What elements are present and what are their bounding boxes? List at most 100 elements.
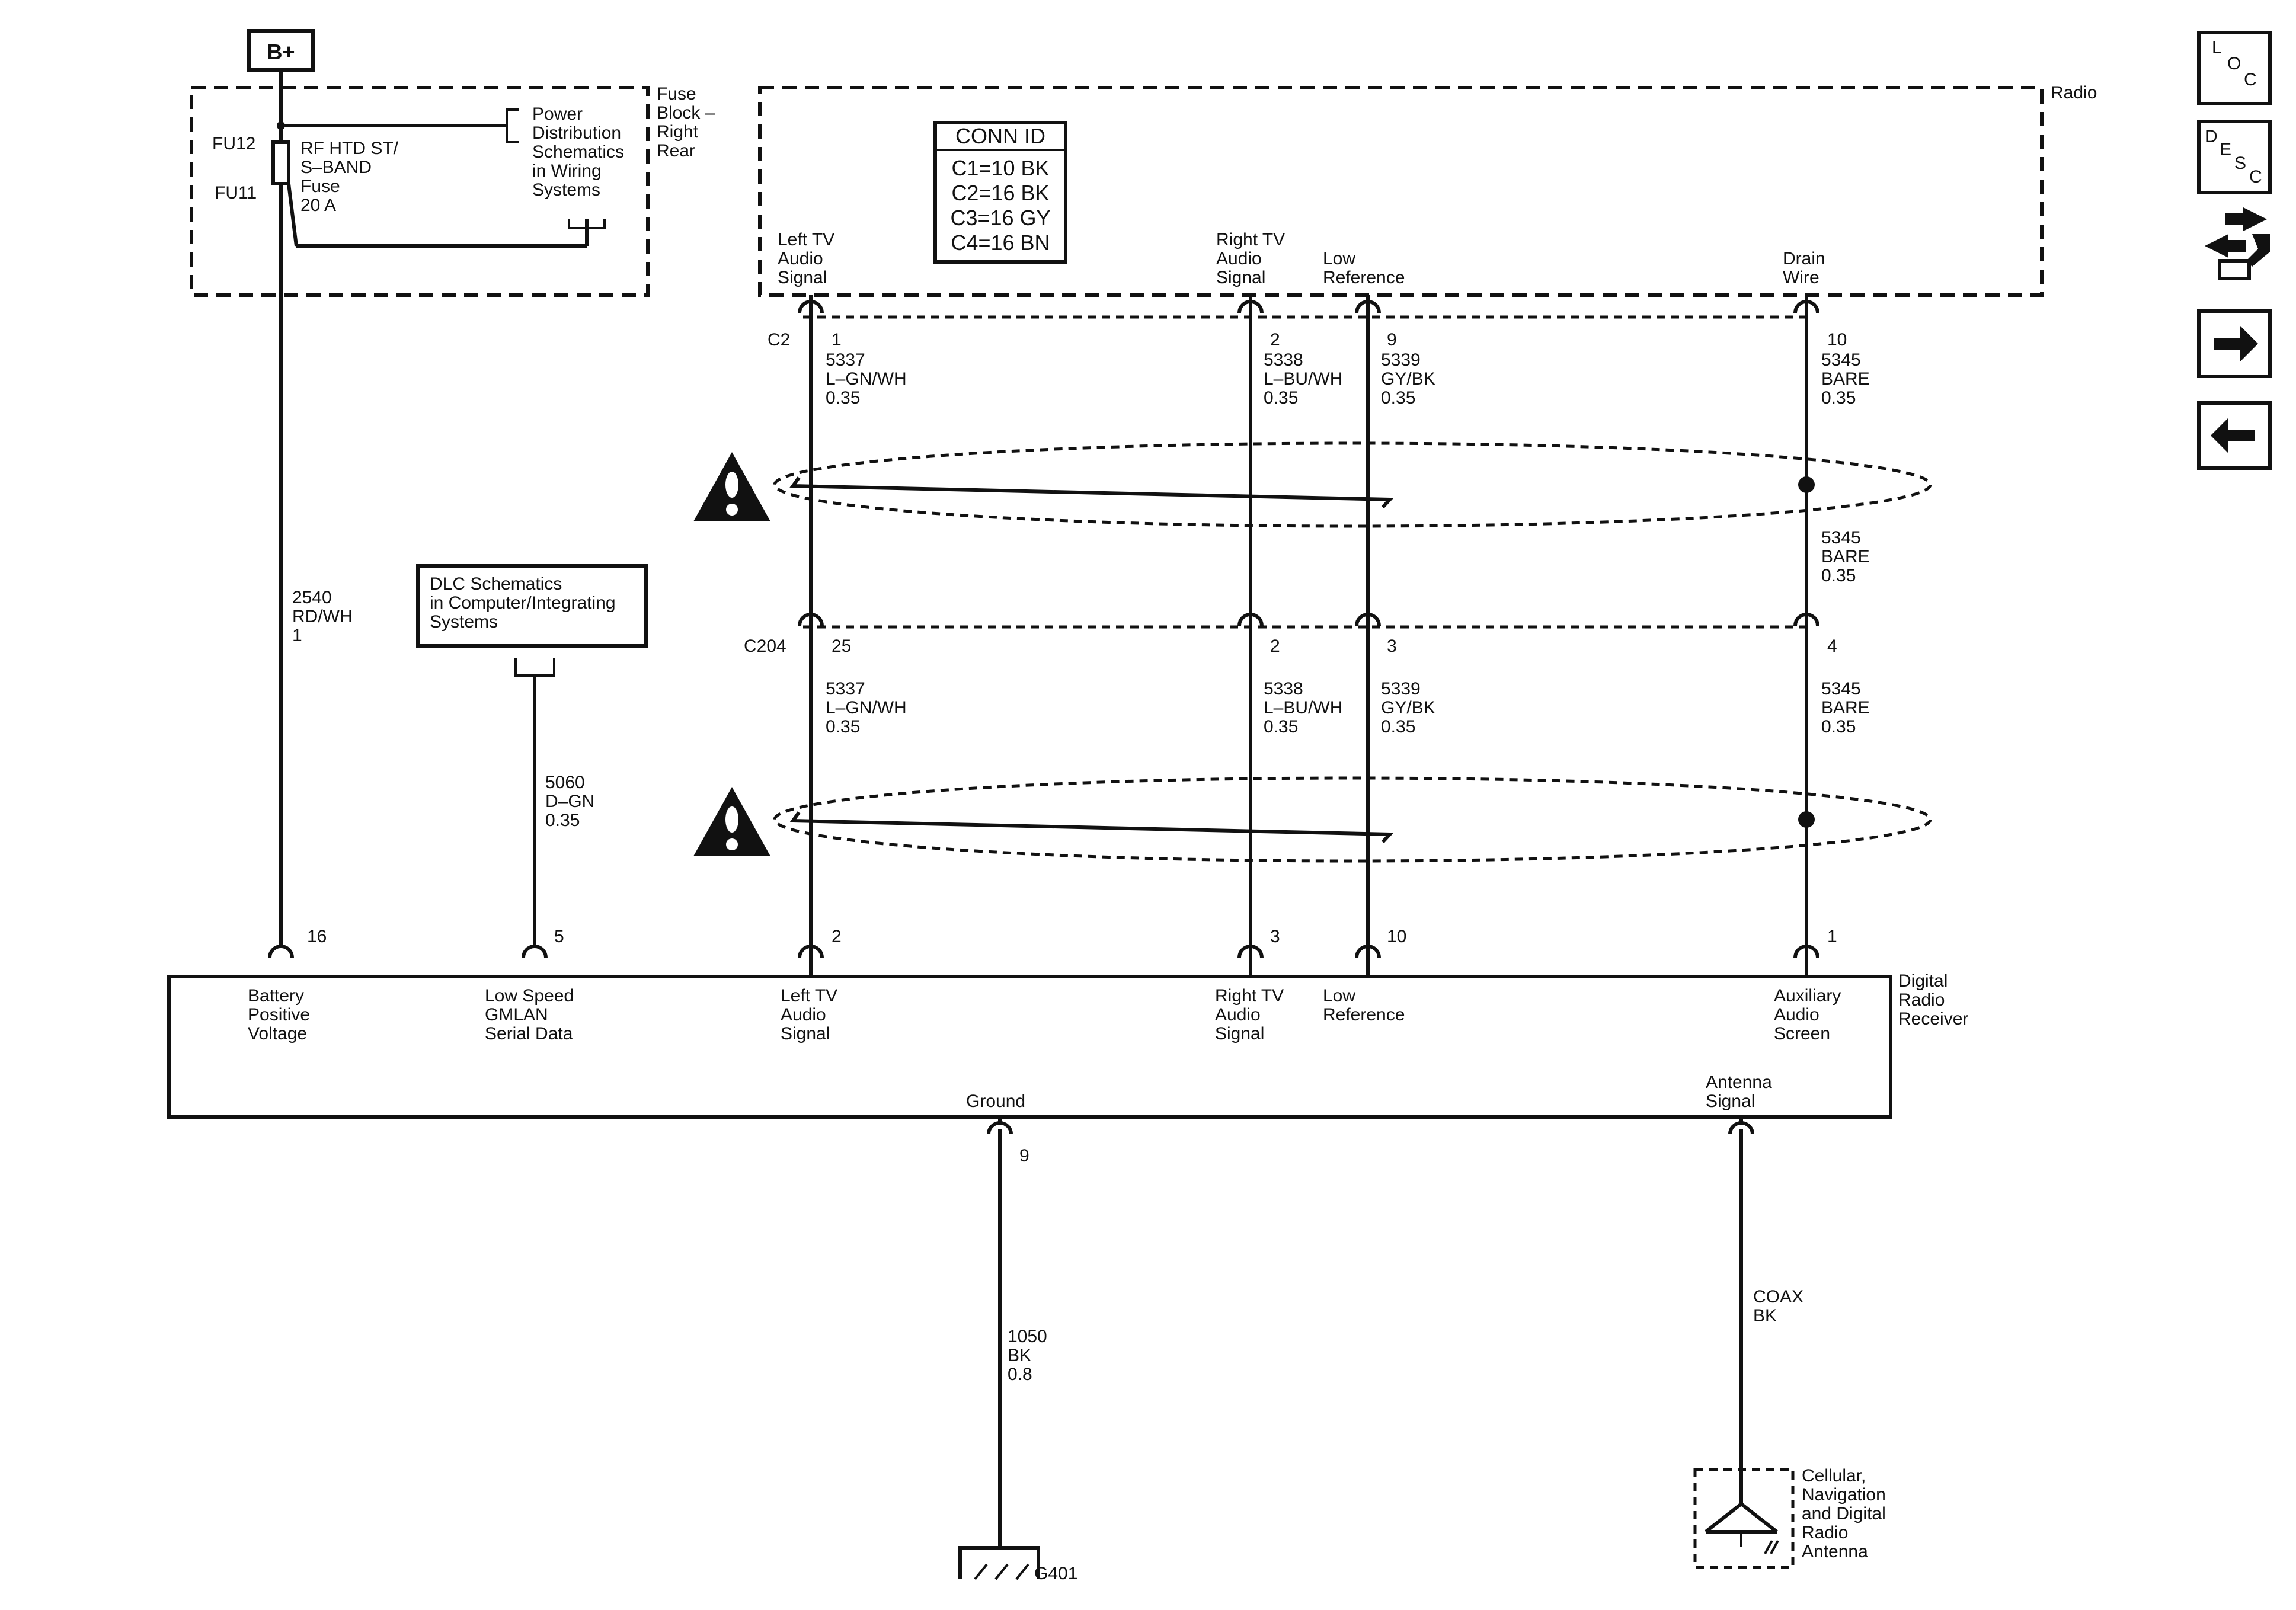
- c204-pin-2: 2: [1270, 636, 1280, 656]
- svg-text:5345: 5345: [1821, 350, 1861, 370]
- antenna-section: COAX BK Cellular, Navigation and Digital…: [1693, 1117, 1886, 1569]
- power-section: B+ Fuse Block – Right Rear FU12 FU11 RF …: [190, 29, 715, 948]
- previous-button[interactable]: [2197, 401, 2272, 470]
- svg-text:GY/BK: GY/BK: [1381, 698, 1435, 718]
- svg-text:Systems: Systems: [532, 180, 600, 200]
- svg-text:Reference: Reference: [1323, 268, 1405, 287]
- svg-text:0.35: 0.35: [1264, 717, 1298, 737]
- svg-text:BK: BK: [1008, 1346, 1031, 1365]
- fuse-block-box: [190, 86, 650, 297]
- svg-text:0.35: 0.35: [545, 811, 580, 830]
- svg-text:C: C: [2249, 167, 2262, 187]
- drain-mid-label: 5345 BARE 0.35: [1821, 528, 1870, 585]
- svg-text:D–GN: D–GN: [545, 792, 594, 811]
- svg-text:Radio: Radio: [1898, 990, 1945, 1010]
- svg-text:5337: 5337: [826, 679, 865, 699]
- receiver-pin-aux: Auxiliary Audio Screen: [1774, 986, 1841, 1044]
- radio-pin-right-tv: Right TV Audio Signal: [1216, 230, 1285, 287]
- svg-text:C: C: [2244, 70, 2257, 89]
- svg-text:Receiver: Receiver: [1898, 1009, 1968, 1029]
- svg-text:L–GN/WH: L–GN/WH: [826, 369, 907, 389]
- svg-text:in Computer/Integrating: in Computer/Integrating: [430, 593, 616, 613]
- receiver-pin-10: 10: [1387, 927, 1406, 946]
- next-button[interactable]: [2197, 309, 2272, 378]
- connector-symbol: [1355, 300, 1381, 313]
- c2-wire-5345-label: 5345 BARE 0.35: [1821, 350, 1870, 408]
- svg-text:0.35: 0.35: [1264, 388, 1298, 408]
- svg-text:5338: 5338: [1264, 350, 1303, 370]
- svg-text:0.8: 0.8: [1008, 1365, 1032, 1384]
- antenna-label: Cellular, Navigation and Digital Radio A…: [1802, 1466, 1886, 1561]
- caution-icon: [693, 787, 770, 856]
- svg-text:O: O: [2227, 54, 2241, 73]
- svg-text:5338: 5338: [1264, 679, 1303, 699]
- radio-section: Radio CONN ID C1=10 BK C2=16 BK C3=16 GY…: [758, 83, 2097, 297]
- svg-text:L–BU/WH: L–BU/WH: [1264, 698, 1342, 718]
- dlc-section: DLC Schematics in Computer/Integrating S…: [416, 564, 648, 948]
- svg-text:Distribution: Distribution: [532, 123, 621, 143]
- side-nav: L O C D E S C: [2197, 31, 2272, 470]
- svg-text:5339: 5339: [1381, 679, 1421, 699]
- c204-pin-4: 4: [1827, 636, 1837, 656]
- svg-text:1: 1: [292, 626, 302, 645]
- location-button[interactable]: L O C: [2197, 31, 2272, 105]
- fuse-symbol: [271, 140, 290, 185]
- svg-text:5345: 5345: [1821, 679, 1861, 699]
- svg-text:5339: 5339: [1381, 350, 1421, 370]
- svg-text:RD/WH: RD/WH: [292, 607, 353, 626]
- receiver-title: Digital Radio Receiver: [1898, 971, 1968, 1029]
- receiver-pin-gmlan: Low Speed GMLAN Serial Data: [485, 986, 574, 1044]
- svg-text:0.35: 0.35: [1821, 717, 1856, 737]
- fu11-label: FU11: [215, 183, 257, 203]
- fu12-label: FU12: [212, 134, 255, 153]
- c2-wire-5337-label: 5337 L–GN/WH 0.35: [826, 350, 907, 408]
- c2-pin-9: 9: [1387, 330, 1397, 350]
- receiver-pin-16: 16: [307, 927, 327, 946]
- svg-text:GMLAN: GMLAN: [485, 1005, 548, 1025]
- c204-label: C204: [744, 636, 786, 656]
- receiver-section: Digital Radio Receiver 16 5 2 3 10 1 Bat…: [167, 927, 1968, 1119]
- power-distribution-ref[interactable]: Power Distribution Schematics in Wiring …: [532, 104, 624, 200]
- svg-text:Schematics: Schematics: [532, 142, 624, 162]
- connector-symbol: [1237, 613, 1264, 626]
- svg-text:BARE: BARE: [1821, 698, 1870, 718]
- radio-pin-low-ref: Low Reference: [1323, 249, 1405, 287]
- dlc-box[interactable]: [416, 564, 648, 648]
- connector-view-icon[interactable]: [2205, 207, 2270, 280]
- connector-symbol: [1355, 613, 1381, 626]
- receiver-antenna-label: Antenna Signal: [1706, 1073, 1772, 1111]
- svg-text:0.35: 0.35: [1821, 566, 1856, 585]
- conn-id-table: CONN ID C1=10 BK C2=16 BK C3=16 GY C4=16…: [933, 121, 1067, 264]
- ground-section: 9 1050 BK 0.8 G401: [958, 1117, 1077, 1583]
- svg-text:5337: 5337: [826, 350, 865, 370]
- connector-symbol: [268, 945, 294, 958]
- svg-text:L–GN/WH: L–GN/WH: [826, 698, 907, 718]
- connector-symbol: [1793, 945, 1819, 958]
- svg-text:Power: Power: [532, 104, 583, 124]
- c204-wire-5338-label: 5338 L–BU/WH 0.35: [1264, 679, 1342, 737]
- svg-text:RF HTD ST/: RF HTD ST/: [300, 139, 399, 158]
- c2-pin-2: 2: [1270, 330, 1280, 350]
- svg-text:Low: Low: [1323, 986, 1355, 1006]
- svg-text:20 A: 20 A: [300, 196, 336, 215]
- svg-text:Reference: Reference: [1323, 1005, 1405, 1025]
- connector-c204: C204 25 2 3 4 5337 L–GN/WH 0.35 5338 L–B…: [744, 625, 1870, 737]
- svg-text:DLC Schematics: DLC Schematics: [430, 574, 562, 594]
- svg-text:Low Speed: Low Speed: [485, 986, 574, 1006]
- svg-text:L–BU/WH: L–BU/WH: [1264, 369, 1342, 389]
- signal-wires: [268, 295, 1819, 977]
- svg-text:1050: 1050: [1008, 1327, 1047, 1346]
- svg-text:C2=16 BK: C2=16 BK: [951, 181, 1049, 205]
- svg-text:S: S: [2234, 153, 2246, 173]
- svg-text:0.35: 0.35: [1821, 388, 1856, 408]
- svg-text:Signal: Signal: [1215, 1024, 1264, 1044]
- connector-symbol: [522, 945, 548, 958]
- radio-pin-drain: Drain Wire: [1783, 249, 1825, 287]
- svg-text:BARE: BARE: [1821, 369, 1870, 389]
- receiver-pin-5: 5: [554, 927, 564, 946]
- connector-c2: C2 1 2 9 10 5337 L–GN/WH 0.35 5338 L–BU/…: [768, 315, 1870, 408]
- svg-text:Left TV: Left TV: [778, 230, 834, 249]
- bplus-label: B+: [267, 40, 295, 64]
- description-button[interactable]: D E S C: [2197, 120, 2272, 194]
